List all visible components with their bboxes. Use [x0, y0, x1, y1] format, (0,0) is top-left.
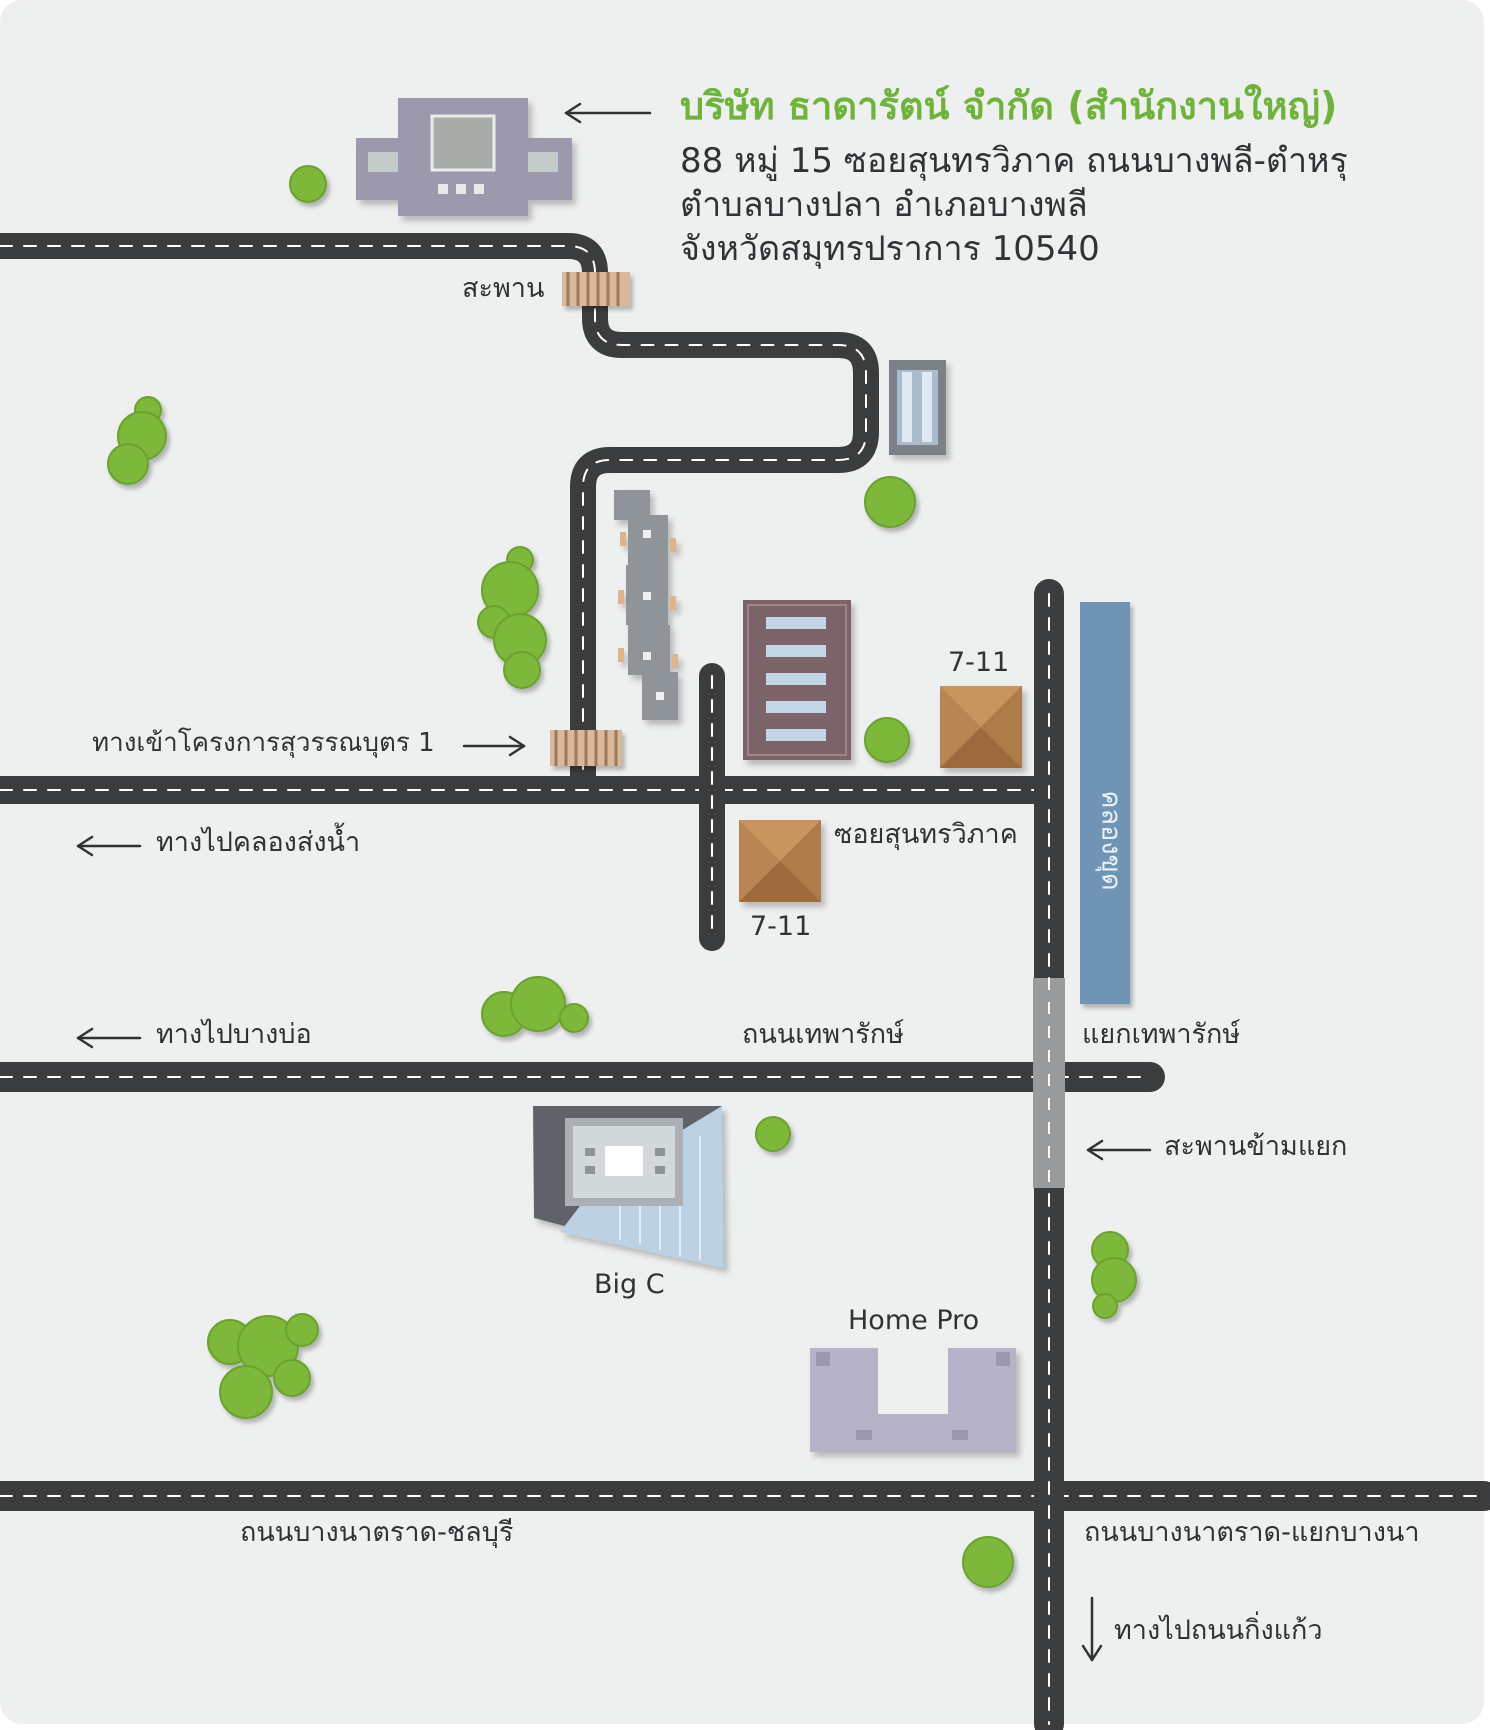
- seven-eleven-roof-bottom: [739, 820, 821, 902]
- label-canal: คลองขุด: [1095, 790, 1127, 890]
- tree: [755, 1116, 791, 1152]
- tree: [1091, 1231, 1137, 1319]
- arrow-left-icon: [564, 102, 652, 124]
- label-home-pro: Home Pro: [848, 1305, 980, 1336]
- label-big-c: Big C: [594, 1269, 665, 1300]
- label-seven-eleven-bottom: 7-11: [750, 911, 812, 942]
- label-thepharak-road: ถนนเทพารักษ์: [742, 1019, 904, 1050]
- tree: [207, 1313, 319, 1419]
- overpass: [1033, 978, 1065, 1188]
- building-brown: [743, 600, 851, 760]
- label-soi-sunthon-wiphak: ซอยสุนทรวิภาค: [834, 819, 1018, 850]
- label-to-king-kaew: ทางไปถนนกิ่งแก้ว: [1114, 1615, 1323, 1646]
- label-seven-eleven-top: 7-11: [948, 647, 1010, 678]
- building-small-striped: [889, 360, 946, 455]
- label-to-bang-bo: ทางไปบางบ่อ: [156, 1019, 312, 1050]
- head-office-building: [356, 98, 572, 216]
- arrow-left-icon: [1086, 1139, 1152, 1161]
- arrow-right-icon: [462, 735, 526, 757]
- arrow-left-icon: [76, 835, 142, 857]
- company-name: บริษัท ธาดารัตน์ จำกัด (สำนักงานใหญ่): [680, 84, 1338, 128]
- label-junction-overpass: สะพานข้ามแยก: [1164, 1131, 1348, 1162]
- arrow-down-icon: [1081, 1596, 1103, 1662]
- roads: [0, 233, 1490, 1730]
- address-line-1: 88 หมู่ 15 ซอยสุนทรวิภาค ถนนบางพลี-ตำหรุ: [680, 141, 1348, 181]
- address-line-3: จังหวัดสมุทรปราการ 10540: [680, 229, 1100, 269]
- label-to-khlong-song-nam: ทางไปคลองส่งน้ำ: [156, 827, 361, 858]
- tree: [481, 976, 589, 1037]
- tree: [289, 165, 327, 203]
- big-c-building: [533, 1106, 724, 1268]
- trees: [107, 165, 1137, 1588]
- label-thepharak-junction: แยกเทพารักษ์: [1082, 1019, 1241, 1050]
- label-bridge: สะพาน: [462, 273, 545, 304]
- tree: [477, 546, 547, 689]
- building-zigzag: [614, 490, 678, 720]
- tree: [864, 476, 916, 528]
- label-bangna-junction: ถนนบางนาตราด-แยกบางนา: [1084, 1517, 1420, 1548]
- home-pro-building: [810, 1348, 1016, 1452]
- arrow-left-icon: [76, 1027, 142, 1049]
- address-line-2: ตำบลบางปลา อำเภอบางพลี: [680, 185, 1088, 225]
- tree: [962, 1536, 1014, 1588]
- tree: [864, 717, 910, 763]
- label-project-entrance: ทางเข้าโครงการสุวรรณบุตร 1: [92, 728, 435, 758]
- seven-eleven-roof-top: [940, 686, 1022, 768]
- tree: [107, 396, 167, 485]
- bridge-entrance: [550, 730, 622, 766]
- arrows: [76, 102, 1152, 1662]
- label-bangna-chonburi: ถนนบางนาตราด-ชลบุรี: [240, 1517, 514, 1548]
- bridge-top: [562, 272, 630, 306]
- canal-khlong-khut: [1080, 602, 1130, 1004]
